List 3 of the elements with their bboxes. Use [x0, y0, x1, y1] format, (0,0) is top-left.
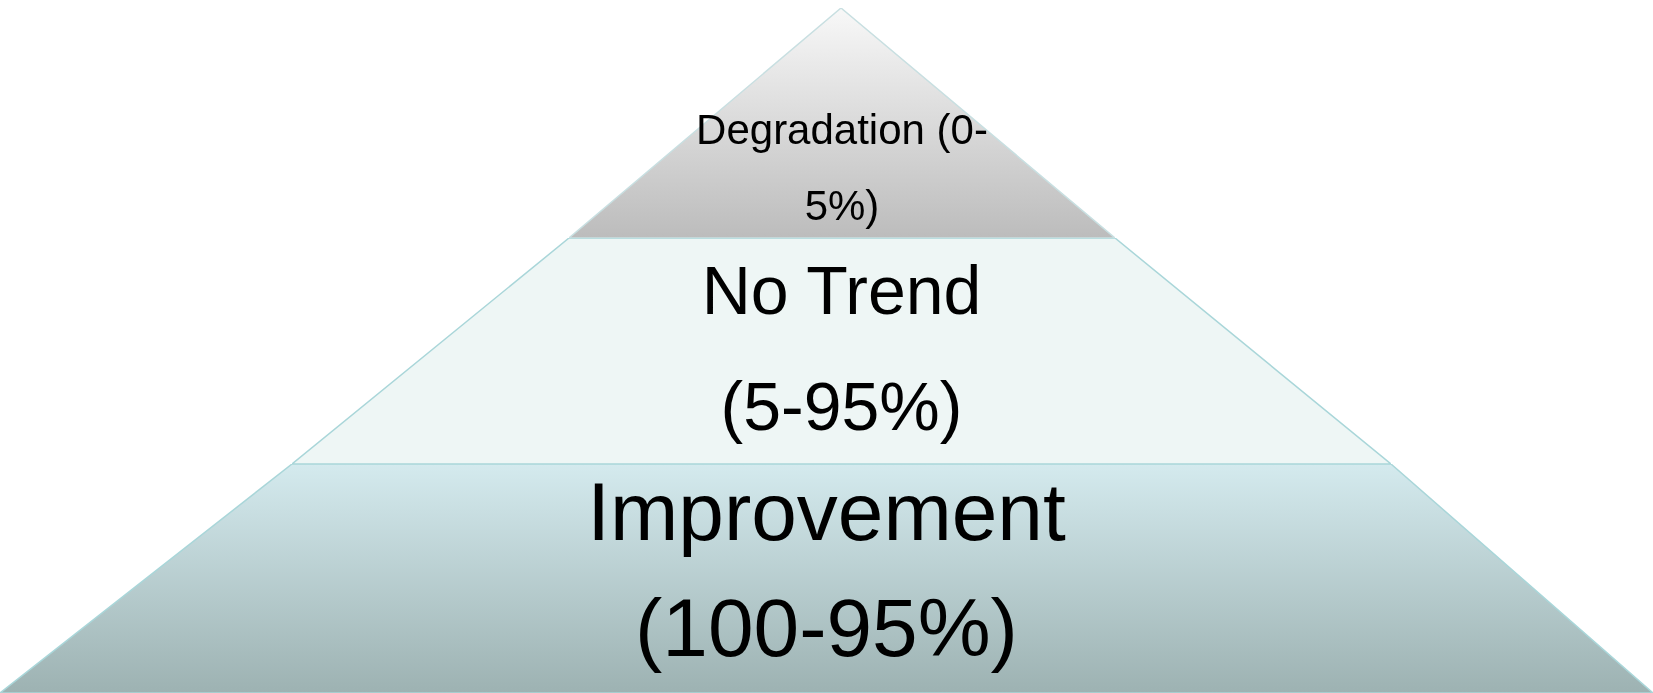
tier-label: Improvement (100-95%)	[586, 465, 1067, 675]
tier-label: No Trend (5-95%)	[700, 251, 983, 446]
tier-label: Degradation (0-5%)	[695, 105, 989, 231]
